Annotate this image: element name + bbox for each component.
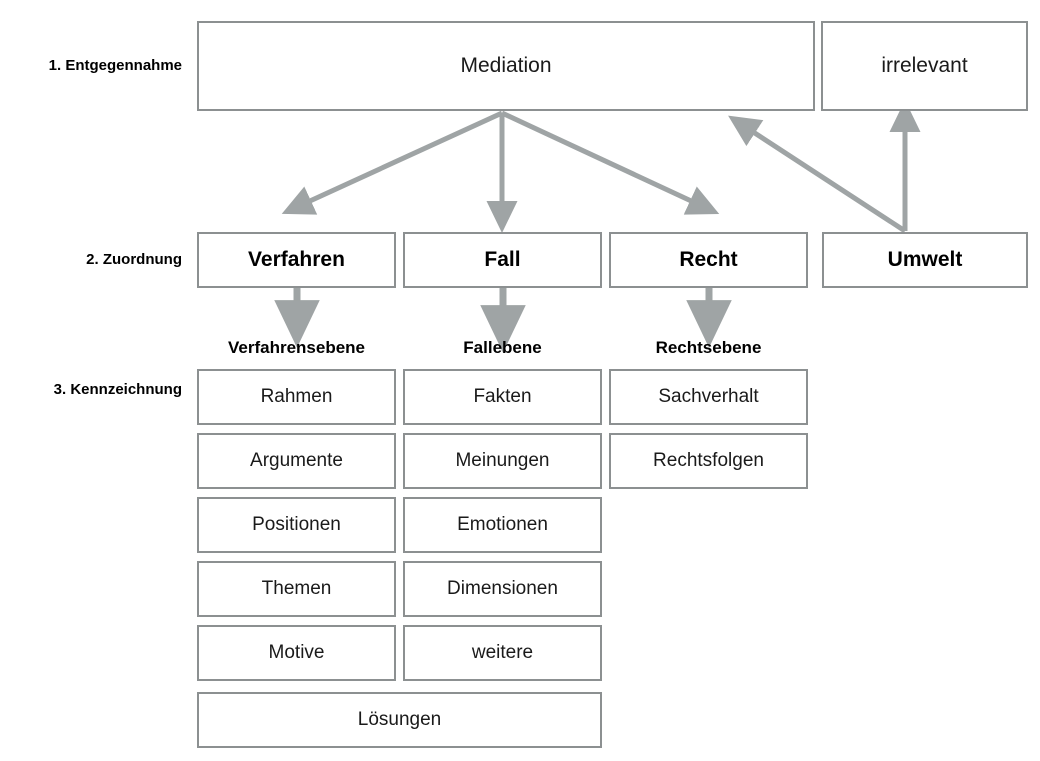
box-sachverhalt-label: Sachverhalt: [658, 385, 759, 407]
arrow-umwelt-to-mediation: [728, 115, 907, 234]
row-label-entgegennahme: 1. Entgegennahme: [48, 57, 182, 74]
column-header-rechtsebene: Rechtsebene: [655, 338, 762, 357]
box-sachverhalt[interactable]: Sachverhalt: [609, 369, 808, 425]
box-fakten-label: Fakten: [473, 385, 532, 407]
box-weitere-label: weitere: [471, 641, 534, 663]
box-rahmen-label: Rahmen: [260, 385, 333, 407]
box-fakten[interactable]: Fakten: [403, 369, 602, 425]
box-fall-label: Fall: [484, 248, 521, 272]
box-argumente-label: Argumente: [250, 449, 343, 471]
box-irrelevant-label: irrelevant: [881, 54, 968, 78]
box-rahmen[interactable]: Rahmen: [197, 369, 396, 425]
column-header-fallebene: Fallebene: [463, 338, 542, 357]
box-recht[interactable]: Recht: [609, 232, 808, 288]
box-verfahren[interactable]: Verfahren: [197, 232, 396, 288]
box-meinungen[interactable]: Meinungen: [403, 433, 602, 489]
box-meinungen-label: Meinungen: [455, 449, 550, 471]
box-dimensionen[interactable]: Dimensionen: [403, 561, 602, 617]
box-recht-label: Recht: [679, 248, 738, 272]
box-fall[interactable]: Fall: [403, 232, 602, 288]
box-rechtsfolgen[interactable]: Rechtsfolgen: [609, 433, 808, 489]
box-umwelt-label: Umwelt: [887, 248, 963, 272]
box-mediation[interactable]: Mediation: [197, 21, 815, 111]
column-header-verfahrensebene: Verfahrensebene: [227, 338, 365, 357]
box-emotionen-label: Emotionen: [457, 513, 548, 535]
box-irrelevant[interactable]: irrelevant: [821, 21, 1028, 111]
box-motive-label: Motive: [268, 641, 325, 663]
box-argumente[interactable]: Argumente: [197, 433, 396, 489]
box-weitere[interactable]: weitere: [403, 625, 602, 681]
row-label-zuordnung: 2. Zuordnung: [86, 251, 182, 268]
arrow-mediation-to-recht: [500, 110, 720, 215]
box-emotionen[interactable]: Emotionen: [403, 497, 602, 553]
box-dimensionen-label: Dimensionen: [447, 577, 558, 599]
box-themen-label: Themen: [261, 577, 332, 599]
box-verfahren-label: Verfahren: [248, 248, 345, 272]
box-themen[interactable]: Themen: [197, 561, 396, 617]
box-positionen-label: Positionen: [252, 513, 341, 535]
row-label-kennzeichnung: 3. Kennzeichnung: [53, 381, 182, 398]
box-umwelt[interactable]: Umwelt: [822, 232, 1028, 288]
box-motive[interactable]: Motive: [197, 625, 396, 681]
box-loesungen-label: Lösungen: [357, 708, 442, 730]
arrow-mediation-to-verfahren: [281, 110, 504, 215]
box-positionen[interactable]: Positionen: [197, 497, 396, 553]
box-mediation-label: Mediation: [460, 54, 552, 78]
box-loesungen[interactable]: Lösungen: [197, 692, 602, 748]
box-rechtsfolgen-label: Rechtsfolgen: [653, 449, 764, 471]
